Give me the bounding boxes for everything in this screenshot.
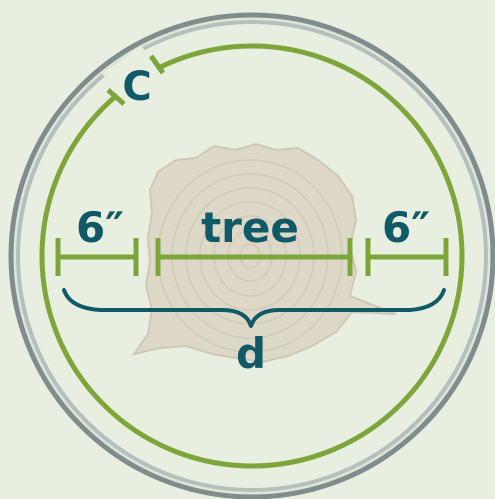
right-offset-label: 6″ <box>382 203 430 252</box>
circumference-tick-left <box>106 88 126 106</box>
diameter-label: d <box>236 329 266 378</box>
circumference-tick-right <box>148 54 166 75</box>
right-offset-dimension <box>365 238 449 276</box>
stump-outline <box>131 142 397 364</box>
tree-width-dimension <box>155 238 353 276</box>
left-offset-dimension <box>55 238 139 276</box>
diameter-brace <box>62 288 446 328</box>
circumference-label: C <box>122 64 151 110</box>
circumference-label-gap <box>102 45 169 113</box>
left-offset-label: 6″ <box>76 203 124 252</box>
tree-label: tree <box>201 203 299 252</box>
circumference-circle <box>39 43 465 469</box>
